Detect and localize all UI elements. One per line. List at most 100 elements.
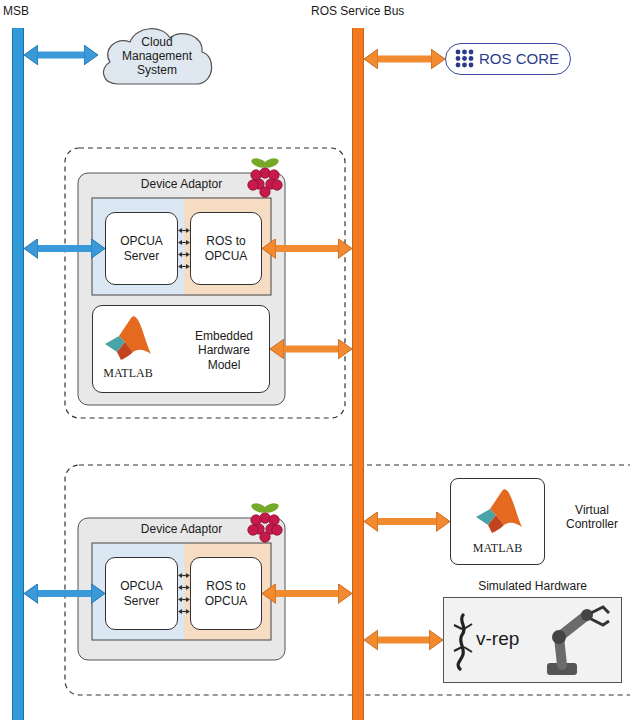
device-adaptor: Device AdaptorOPCUA Server ROS to OPCUA MA… <box>78 173 285 405</box>
ros-core-node: ROS CORE <box>445 43 571 75</box>
gecko-legs <box>454 624 472 652</box>
node-label: ROS Service Bus <box>311 4 404 18</box>
bidirectional-arrow <box>276 248 338 249</box>
simulator-box: Simulated Hardwarev-rep <box>443 597 622 683</box>
matlab-logo <box>474 487 524 535</box>
logo-part <box>117 342 133 360</box>
node-caption: Virtual Controller <box>555 503 629 532</box>
gecko-icon <box>448 611 478 671</box>
device-adaptor: Device AdaptorOPCUA Server ROS to OPCUA <box>78 518 285 660</box>
adaptor-panel <box>78 518 285 660</box>
ros-dot <box>469 63 474 68</box>
ros-dot <box>469 50 474 55</box>
zone-outline <box>92 543 271 640</box>
bidirectional-arrow <box>284 349 338 350</box>
logo-part <box>488 515 504 533</box>
arrow-shaft <box>182 611 186 612</box>
node-label: ROS CORE <box>479 50 559 68</box>
robot-joint <box>552 630 566 644</box>
device-group-outline <box>65 148 345 418</box>
node-label: OPCUA Server <box>106 234 177 263</box>
controller-box: MATLABVirtual Controller <box>450 478 545 565</box>
bus-bar: ROS Service Bus <box>352 28 364 720</box>
berry <box>260 187 270 197</box>
arrow-shaft <box>38 245 91 252</box>
berry <box>248 180 258 190</box>
ros-zone <box>184 198 271 295</box>
arrow-shaft <box>182 266 186 267</box>
node-caption: Embedded Hardware Model <box>185 329 263 372</box>
bidirectional-arrow <box>378 521 436 522</box>
adaptor-panel <box>78 173 285 405</box>
bidirectional-arrow <box>38 248 91 249</box>
model-box: MATLAB Embedded Hardware Model <box>92 305 270 393</box>
process-box: OPCUA Server <box>105 212 178 285</box>
process-box: ROS to OPCUA <box>190 212 262 285</box>
berry <box>248 525 258 535</box>
gecko-body <box>458 615 464 669</box>
opcua-zone <box>92 198 184 295</box>
cloud-node: Cloud Management System <box>98 22 216 88</box>
bidirectional-arrow <box>182 231 186 267</box>
ros-dot <box>456 50 461 55</box>
raspberry-pi-badge <box>248 502 282 543</box>
arrow-shaft <box>378 518 436 525</box>
robot-gripper <box>591 607 609 625</box>
robot-arm <box>539 601 619 681</box>
ros-dot <box>456 63 461 68</box>
process-box: ROS to OPCUA <box>190 557 262 630</box>
ros-dot <box>462 56 467 61</box>
arrow-shaft <box>182 242 186 243</box>
process-box: OPCUA Server <box>105 557 178 630</box>
matlab-logo <box>103 314 153 362</box>
arrow-shaft <box>182 254 186 255</box>
bidirectional-arrow <box>378 640 429 641</box>
arrow-shaft <box>182 599 186 600</box>
arrow-shaft <box>38 52 84 59</box>
berry <box>272 180 282 190</box>
arrow-shaft <box>276 245 338 252</box>
node-label: ROS to OPCUA <box>191 579 261 608</box>
node-label: MATLAB <box>451 541 544 555</box>
arrow-shaft <box>276 590 338 597</box>
ros-dot <box>469 56 474 61</box>
bus-bar: MSB <box>12 28 24 720</box>
bidirectional-arrow <box>276 593 338 594</box>
arrow-shaft <box>284 346 338 353</box>
node-label: Device Adaptor <box>78 522 285 536</box>
bidirectional-arrow <box>38 55 84 56</box>
cloud-outline <box>103 29 211 84</box>
node-label: MSB <box>3 4 29 18</box>
ros-icon <box>455 49 475 69</box>
node-label: Cloud Management System <box>112 35 202 77</box>
arrow-shaft <box>182 587 186 588</box>
ros-dot <box>456 56 461 61</box>
bidirectional-arrow <box>38 593 91 594</box>
node-label: Device Adaptor <box>78 177 285 191</box>
berry <box>260 168 270 178</box>
arrow-shaft <box>182 575 186 576</box>
opcua-zone <box>92 543 184 640</box>
ros-dot <box>462 63 467 68</box>
arrow-shaft <box>378 56 431 63</box>
node-label: OPCUA Server <box>106 579 177 608</box>
arrow-shaft <box>182 230 186 231</box>
ros-zone <box>184 543 271 640</box>
node-caption: v-rep <box>476 628 519 651</box>
ros-dot <box>462 50 467 55</box>
node-label: MATLAB <box>95 366 161 380</box>
zone-outline <box>92 198 271 295</box>
berry <box>272 525 282 535</box>
arrow-shaft <box>38 590 91 597</box>
bidirectional-arrow <box>182 576 186 612</box>
berry <box>260 513 270 523</box>
berry <box>260 532 270 542</box>
node-label: ROS to OPCUA <box>191 234 261 263</box>
node-label: Simulated Hardware <box>444 579 621 593</box>
arrow-shaft <box>378 637 429 644</box>
bidirectional-arrow <box>378 59 431 60</box>
device-group-outline <box>65 465 630 695</box>
raspberry-pi-badge <box>248 157 282 198</box>
